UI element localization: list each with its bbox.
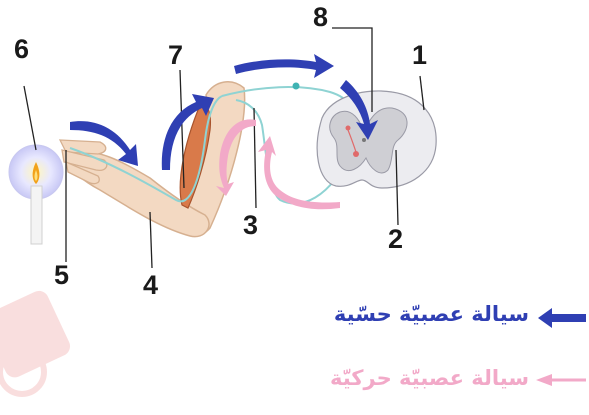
label-7: 7 [168,42,183,69]
label-6: 6 [14,36,29,63]
label-5: 5 [54,262,69,289]
arm [60,82,245,237]
spinal-cord-section [317,91,436,188]
legend-motor-arrow [536,374,586,386]
legend-sensory-arrow [538,308,586,328]
label-4: 4 [143,272,158,299]
label-1: 1 [412,42,427,69]
label-8: 8 [313,4,328,31]
candle-flame [9,145,63,244]
legend-sensory-label: سيالة عصبيّة حسّية [334,302,529,326]
watermark-logo [0,288,73,394]
label-2: 2 [388,226,403,253]
label-3: 3 [243,212,258,239]
ganglion [293,83,300,90]
legend-motor-label: سيالة عصبيّة حركيّة [330,366,529,390]
